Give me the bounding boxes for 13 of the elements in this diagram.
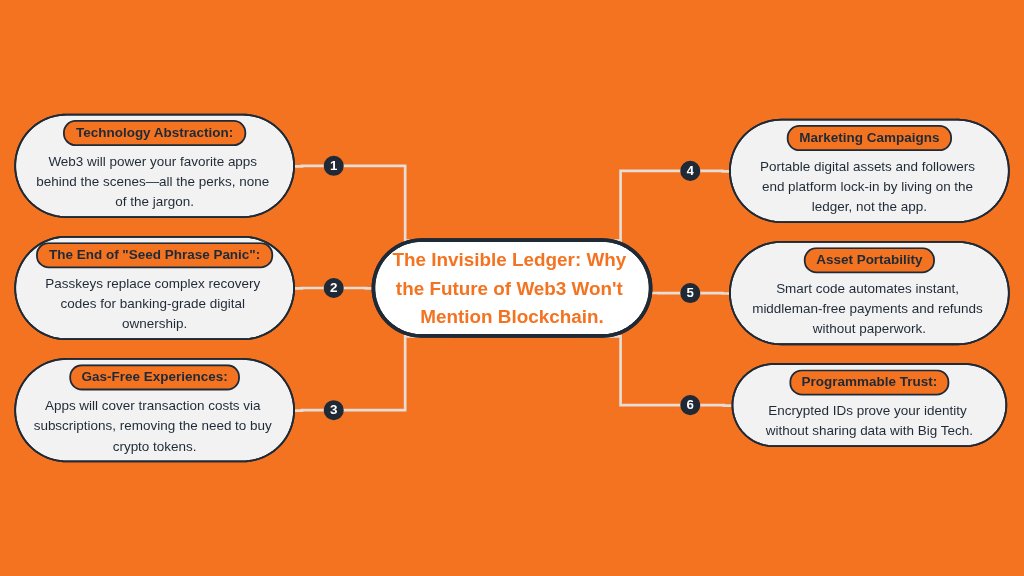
connector: [699, 169, 731, 173]
node-circle: 5: [680, 283, 701, 304]
node-circle: 3: [323, 400, 344, 421]
node-circle: 1: [323, 155, 344, 176]
connector: [294, 408, 325, 412]
node-circle: 2: [323, 277, 344, 299]
node-circle: 6: [680, 395, 701, 416]
connector: [294, 286, 325, 290]
connector: [699, 403, 733, 407]
node-circle: 4: [680, 160, 701, 181]
connector: [699, 291, 731, 295]
connector: [294, 164, 325, 168]
connector: [650, 291, 682, 295]
